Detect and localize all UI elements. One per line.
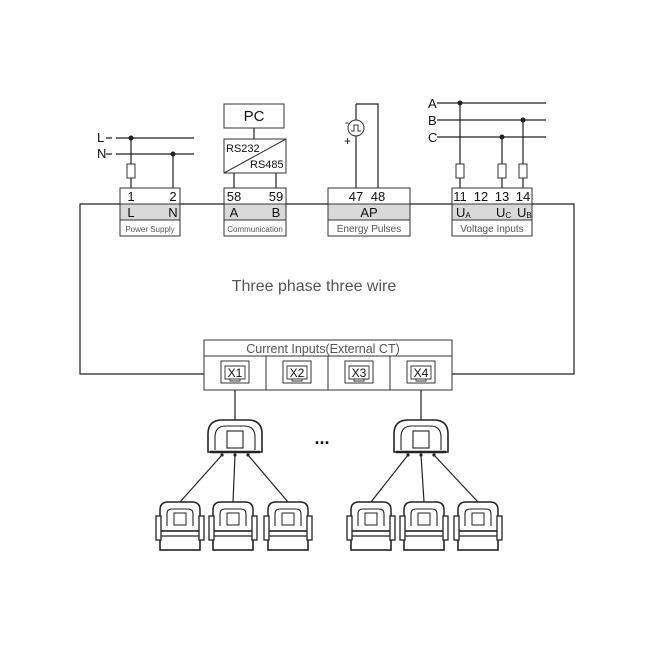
- terminal-label: AP: [360, 205, 377, 220]
- ct-port-label: X3: [352, 366, 367, 380]
- ct-ports: X1 X2 X3 X4: [220, 360, 436, 384]
- ct-port-label: X2: [290, 366, 305, 380]
- fuse-icon: [126, 163, 136, 179]
- pulse-minus: -: [345, 115, 349, 129]
- ct-sensor-icon: [453, 501, 503, 551]
- supply-line-n-label: N: [97, 146, 106, 161]
- terminal-label: UB: [517, 205, 532, 220]
- meter-outline: [79, 203, 575, 375]
- terminal-number: 14: [516, 189, 530, 204]
- fuse-icon: [518, 163, 528, 179]
- ct-splitter-icon: [393, 419, 449, 457]
- terminal-label: L: [127, 205, 134, 220]
- pc-box: [223, 103, 285, 129]
- communication-terminal: 58 59 A B Communication: [223, 187, 287, 237]
- wiring-mode-title: Three phase three wire: [232, 278, 397, 295]
- ct-lead: [179, 454, 223, 503]
- current-inputs-title: Current Inputs(External CT): [246, 342, 400, 356]
- terminal-number: 58: [227, 189, 241, 204]
- fuse-icon: [497, 163, 507, 179]
- terminal-label: UA: [456, 205, 471, 220]
- pulse-waveform-icon: [351, 124, 361, 132]
- terminal-caption: Voltage Inputs: [460, 224, 523, 235]
- terminal-caption: Communication: [227, 225, 283, 234]
- ct-lead: [232, 454, 236, 503]
- energy-pulses-terminal: 47 48 AP Energy Pulses: [327, 187, 411, 237]
- ct-lead: [420, 454, 425, 503]
- terminal-number: 1: [127, 189, 134, 204]
- ct-port-x3[interactable]: X3: [344, 360, 374, 384]
- ct-port-x4[interactable]: X4: [406, 360, 436, 384]
- ct-sensor-icon: [346, 501, 396, 551]
- terminal-number: 47: [349, 189, 363, 204]
- terminal-number: 11: [453, 189, 467, 204]
- ct-port-label: X4: [414, 366, 429, 380]
- terminal-label: B: [272, 205, 281, 220]
- ct-port-x2[interactable]: X2: [282, 360, 312, 384]
- ct-port-x1[interactable]: X1: [220, 360, 250, 384]
- ct-lead: [370, 454, 409, 503]
- voltage-inputs-terminal: 11 12 13 14 UA UC UB Voltage Inputs: [451, 187, 533, 237]
- rs485-label: RS485: [250, 159, 284, 171]
- ct-lead: [433, 454, 479, 503]
- rs232-rs485-converter: RS232 RS485: [223, 138, 287, 174]
- terminal-label: N: [168, 205, 177, 220]
- more-ports-ellipsis: ...: [314, 428, 329, 448]
- terminal-label: A: [230, 205, 239, 220]
- pulse-plus: +: [344, 134, 351, 148]
- terminal-caption: Power Supply: [125, 225, 174, 234]
- terminal-number: 48: [371, 189, 385, 204]
- terminal-number: 59: [269, 189, 283, 204]
- terminal-label: UC: [496, 205, 511, 220]
- power-supply-terminal: 1 2 L N Power Supply: [119, 187, 181, 237]
- ct-port-label: X1: [228, 366, 243, 380]
- supply-line-l-label: L: [97, 130, 104, 145]
- terminal-number: 2: [169, 189, 176, 204]
- phase-line-a-label: A: [428, 96, 437, 111]
- pulse-counter-icon: [347, 119, 365, 137]
- rs232-label: RS232: [226, 143, 260, 155]
- terminal-caption: Energy Pulses: [337, 224, 401, 235]
- terminal-number: 13: [495, 189, 509, 204]
- ct-lead: [247, 454, 289, 503]
- pulse-wire: [356, 103, 379, 188]
- ct-sensor-icon: [263, 501, 313, 551]
- ct-sensor-icon: [155, 501, 205, 551]
- ct-splitter-icon: [207, 419, 263, 457]
- ct-sensor-icon: [399, 501, 449, 551]
- ct-sensor-icon: [208, 501, 258, 551]
- fuse-icon: [455, 163, 465, 179]
- terminal-number: 12: [474, 189, 488, 204]
- pc-label: PC: [244, 108, 265, 125]
- phase-line-c-label: C: [428, 130, 437, 145]
- phase-line-b-label: B: [428, 113, 437, 128]
